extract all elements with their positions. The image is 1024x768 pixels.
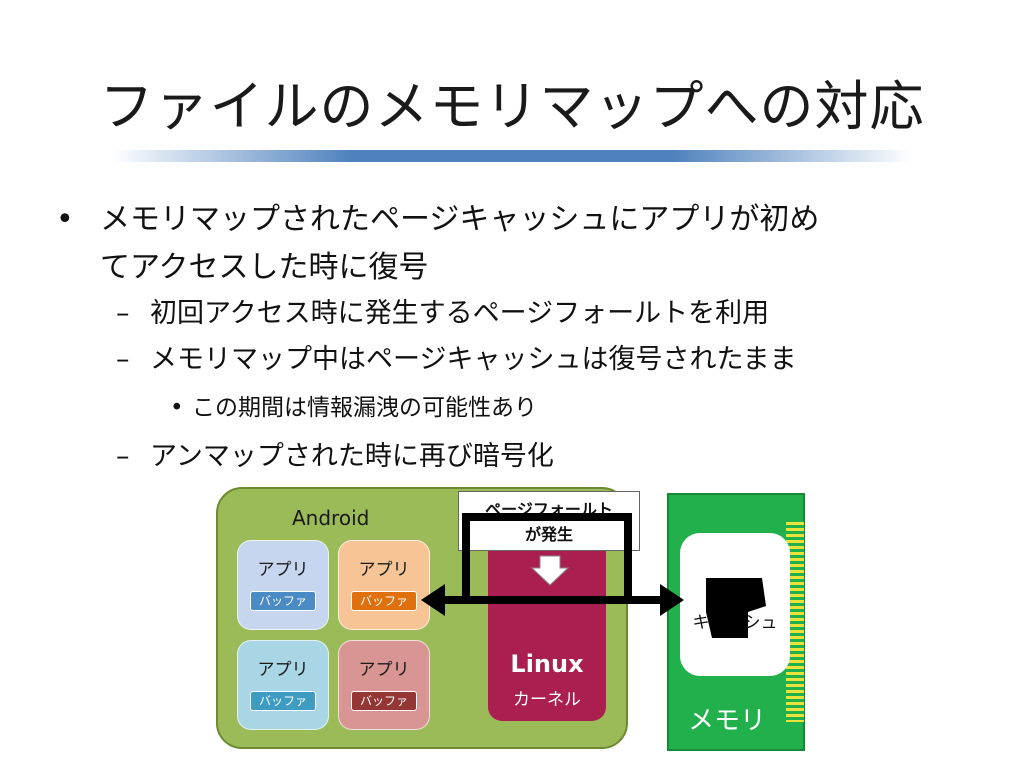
buffer-badge: バッファ <box>351 691 417 711</box>
kernel-label: カーネル <box>513 690 581 710</box>
down-arrow-icon <box>530 555 570 586</box>
connector-line <box>462 513 632 598</box>
bullet-text-line1: メモリマップされたページキャッシュにアプリが初め <box>100 202 820 237</box>
arrow-right-icon <box>660 584 684 616</box>
buffer-badge: バッファ <box>250 591 316 611</box>
app-box: アプリ バッファ <box>237 540 329 630</box>
app-box: アプリ バッファ <box>338 540 430 630</box>
title-underline <box>112 150 912 162</box>
dash-marker: – <box>116 298 130 329</box>
bullet-marker: • <box>170 395 184 421</box>
buffer-badge: バッファ <box>250 691 316 711</box>
bullet-text: この期間は情報漏洩の可能性あり <box>192 395 537 421</box>
memory-pins <box>786 522 804 722</box>
app-box: アプリ バッファ <box>338 640 430 730</box>
bullet-level2-second: – メモリマップ中はページキャッシュは復号されたまま <box>116 340 797 380</box>
bullet-text-line2: てアクセスした時に復号 <box>100 250 429 285</box>
dash-marker: – <box>116 441 130 472</box>
app-label: アプリ <box>257 660 309 680</box>
bullet-level2-first: – 初回アクセス時に発生するページフォールトを利用 <box>116 294 770 334</box>
redaction-shape <box>706 578 766 638</box>
app-label: アプリ <box>257 560 309 580</box>
bullet-level2-third: – アンマップされた時に再び暗号化 <box>116 437 554 477</box>
arrow-left-icon <box>421 584 445 616</box>
bullet-level1: • メモリマップされたページキャッシュにアプリが初め てアクセスした時に復号 <box>56 196 820 292</box>
app-box: アプリ バッファ <box>237 640 329 730</box>
bullet-text: アンマップされた時に再び暗号化 <box>150 441 554 472</box>
linux-title: Linux <box>510 650 584 678</box>
android-label: Android <box>292 506 370 530</box>
slide-title: ファイルのメモリマップへの対応 <box>99 75 925 138</box>
bullet-text: 初回アクセス時に発生するページフォールトを利用 <box>150 298 770 329</box>
bullet-marker: • <box>56 202 74 237</box>
memory-label: メモリ <box>687 706 766 736</box>
buffer-badge: バッファ <box>351 591 417 611</box>
app-label: アプリ <box>358 560 410 580</box>
callout-text-line2: が発生 <box>524 525 573 544</box>
bullet-level3: • この期間は情報漏洩の可能性あり <box>170 391 537 425</box>
bullet-text: メモリマップ中はページキャッシュは復号されたまま <box>150 344 797 375</box>
dash-marker: – <box>116 344 130 375</box>
app-label: アプリ <box>358 660 410 680</box>
